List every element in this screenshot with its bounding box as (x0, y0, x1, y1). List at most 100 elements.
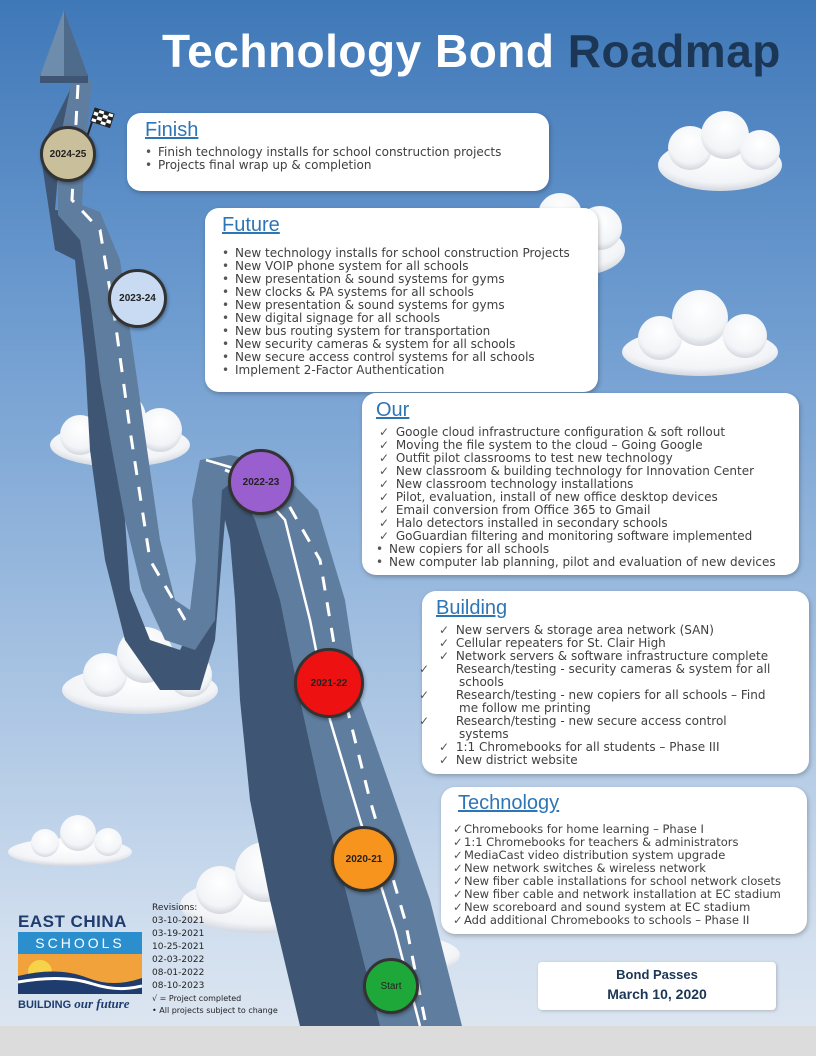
list-item: ✓ Research/testing - security cameras & … (419, 662, 771, 689)
page-title: Technology Bond Roadmap (162, 24, 781, 78)
list-item: ✓ GoGuardian filtering and monitoring so… (379, 529, 753, 543)
title-accent: Roadmap (567, 25, 781, 77)
check-icon: ✓ (379, 438, 390, 452)
list-item: ✓ Network servers & software infrastruct… (439, 649, 769, 663)
logo-name-top: EAST CHINA (18, 912, 127, 931)
logo-tagline: BUILDING our future (18, 996, 130, 1011)
technology-heading: Technology (458, 792, 560, 814)
cloud-top-right (658, 111, 782, 191)
list-item: ✓ Google cloud infrastructure configurat… (379, 425, 726, 439)
list-item: •New computer lab planning, pilot and ev… (376, 555, 776, 569)
our-card: Our ✓ Google cloud infrastructure config… (362, 393, 799, 575)
check-icon: ✓ (379, 516, 390, 530)
milestone-2024-25: 2024-25 (40, 126, 96, 182)
check-icon: ✓ (453, 822, 463, 836)
list-item: ✓New scoreboard and sound system at EC s… (453, 900, 751, 914)
revisions-list: Revisions: 03-10-2021 03-19-2021 10-25-2… (152, 902, 286, 1017)
revisions-label: Revisions: (152, 903, 198, 913)
list-item: •New clocks & PA systems for all schools (222, 285, 474, 299)
revisions-note-change: • All projects subject to change (152, 1006, 278, 1015)
check-icon: ✓ (379, 464, 390, 478)
list-item: •New bus routing system for transportati… (222, 324, 491, 338)
list-item: •New presentation & sound systems for gy… (222, 272, 505, 286)
check-icon: ✓ (379, 503, 390, 517)
logo-art: SCHOOLS (18, 932, 142, 994)
list-item: •New secure access control systems for a… (222, 350, 535, 364)
revision-date: 02-03-2022 (152, 955, 205, 965)
bottom-strip (0, 1026, 816, 1056)
list-item: ✓ Pilot, evaluation, install of new offi… (379, 490, 718, 504)
milestone-2022-23: 2022-23 (228, 449, 294, 515)
list-item: •New security cameras & system for all s… (222, 337, 516, 351)
check-icon: ✓ (439, 753, 450, 767)
list-item: ✓MediaCast video distribution system upg… (453, 848, 726, 862)
list-item: ✓ Outfit pilot classrooms to test new te… (379, 451, 673, 465)
logo-name-bottom: SCHOOLS (35, 935, 125, 951)
list-item: ✓ Halo detectors installed in secondary … (379, 516, 668, 530)
milestone-2021-22: 2021-22 (294, 648, 364, 718)
future-card: Future •New technology installs for scho… (205, 208, 598, 392)
cloud-bottom-left (8, 815, 132, 866)
revision-date: 08-10-2023 (152, 981, 205, 991)
list-item: ✓New fiber cable installations for schoo… (453, 874, 781, 888)
title-primary: Technology Bond (162, 25, 555, 77)
revision-date: 10-25-2021 (152, 942, 205, 952)
our-heading: Our (376, 399, 410, 421)
check-icon: ✓ (419, 662, 430, 676)
future-heading: Future (222, 214, 280, 236)
list-item: ✓New network switches & wireless network (453, 861, 706, 875)
technology-card: Technology ✓Chromebooks for home learnin… (441, 787, 807, 934)
check-icon: ✓ (453, 861, 463, 875)
arrow-up-icon (40, 10, 88, 83)
check-icon: ✓ (419, 688, 430, 702)
list-item: •New VOIP phone system for all schools (222, 259, 469, 273)
milestone-2020-21: 2020-21 (331, 826, 397, 892)
road-surface (58, 80, 462, 1026)
cloud-mid-right (622, 290, 778, 376)
finish-heading: Finish (145, 119, 199, 141)
check-icon: ✓ (439, 623, 450, 637)
check-icon: ✓ (453, 900, 463, 914)
check-icon: ✓ (453, 835, 463, 849)
check-icon: ✓ (379, 425, 390, 439)
list-item: ✓1:1 Chromebooks for teachers & administ… (453, 835, 739, 849)
list-item: •Finish technology installs for school c… (145, 145, 502, 159)
list-item: ✓Chromebooks for home learning – Phase I (453, 822, 704, 836)
check-icon: ✓ (379, 451, 390, 465)
list-item: •New technology installs for school cons… (222, 246, 570, 260)
revision-date: 03-10-2021 (152, 916, 205, 926)
revision-date: 03-19-2021 (152, 929, 205, 939)
building-list: ✓ New servers & storage area network (SA… (419, 623, 786, 767)
school-logo: EAST CHINA SCHOOLS BUILDING our future (18, 912, 142, 1012)
future-list: •New technology installs for school cons… (222, 247, 581, 377)
list-item: ✓ Moving the file system to the cloud – … (379, 438, 703, 452)
check-icon: ✓ (419, 714, 430, 728)
checkered-flag-icon (85, 107, 115, 141)
list-item: ✓ Cellular repeaters for St. Clair High (439, 636, 666, 650)
list-item: ✓ 1:1 Chromebooks for all students – Pha… (439, 740, 720, 754)
check-icon: ✓ (439, 636, 450, 650)
list-item: ✓ New classroom & building technology fo… (379, 464, 755, 478)
list-item: •New copiers for all schools (376, 542, 550, 556)
list-item: ✓Add additional Chromebooks to schools –… (453, 913, 750, 927)
milestone-2023-24: 2023-24 (108, 269, 167, 328)
technology-list: ✓Chromebooks for home learning – Phase I… (453, 823, 795, 927)
revisions-note-completed: √ = Project completed (152, 994, 242, 1003)
building-card: Building ✓ New servers & storage area ne… (419, 591, 809, 774)
list-item: ✓ New district website (439, 753, 578, 767)
check-icon: ✓ (453, 887, 463, 901)
list-item: •Projects final wrap up & completion (145, 158, 372, 172)
check-icon: ✓ (453, 848, 463, 862)
list-item: ✓ Email conversion from Office 365 to Gm… (379, 503, 651, 517)
check-icon: ✓ (379, 529, 390, 543)
check-icon: ✓ (439, 740, 450, 754)
check-icon: ✓ (439, 649, 450, 663)
check-icon: ✓ (453, 874, 463, 888)
list-item: ✓ New classroom technology installations (379, 477, 634, 491)
list-item: ✓ New servers & storage area network (SA… (439, 623, 714, 637)
milestone-start: Start (363, 958, 419, 1014)
list-item: •New presentation & sound systems for gy… (222, 298, 505, 312)
list-item: ✓ Research/testing - new secure access c… (419, 714, 727, 741)
revision-date: 08-01-2022 (152, 968, 205, 978)
